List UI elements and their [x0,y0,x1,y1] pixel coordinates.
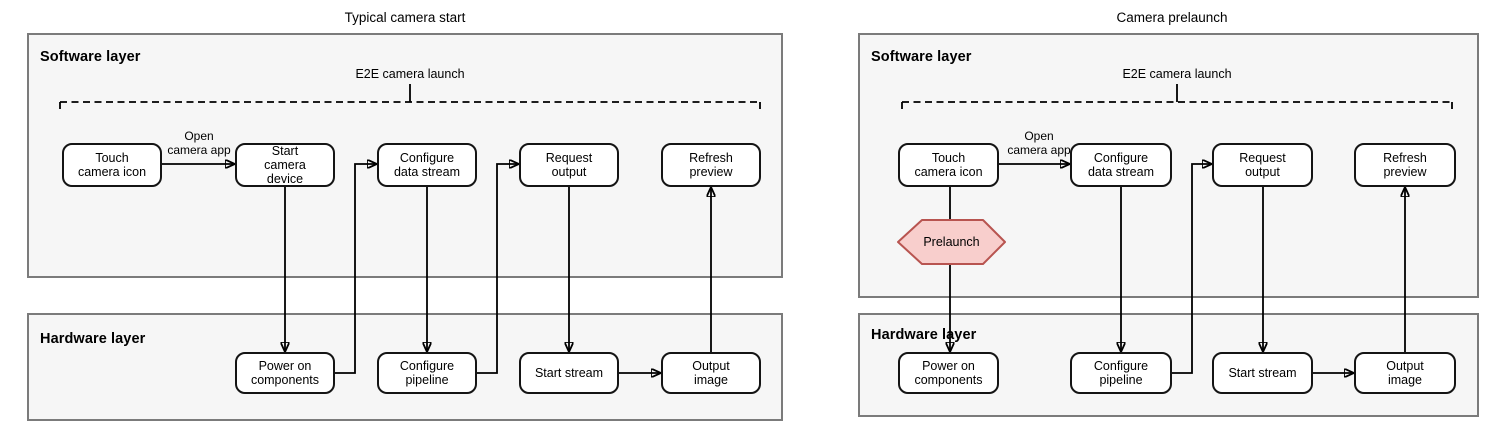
e2e-bracket-label-left: E2E camera launch [355,67,465,81]
node-refresh-preview-left: Refresh preview [661,143,761,187]
edge-label-open-camera-app-right: Open camera app [1007,129,1071,157]
diagram-title-camera-prelaunch: Camera prelaunch [1116,10,1228,25]
node-power-on-components-right: Power on components [898,352,999,394]
edge-power-on-to-configure-data-stream [335,164,377,374]
prelaunch-hexagon-label: Prelaunch [923,235,980,249]
diagram-title-typical-camera-start: Typical camera start [344,10,466,25]
node-configure-pipeline-right: Configure pipeline [1070,352,1172,394]
node-refresh-preview-right: Refresh preview [1354,143,1456,187]
node-start-stream-right: Start stream [1212,352,1313,394]
edge-label-open-camera-app-left: Open camera app [167,129,231,157]
software-layer-label-right: Software layer [871,49,972,65]
node-output-image-left: Output image [661,352,761,394]
hardware-layer-panel-left [27,313,783,421]
node-configure-data-stream-left: Configure data stream [377,143,477,187]
edge-configure-pipeline-to-request-output-left [477,164,519,374]
node-output-image-right: Output image [1354,352,1456,394]
node-start-camera-device: Start camera device [235,143,335,187]
node-configure-data-stream-right: Configure data stream [1070,143,1172,187]
software-layer-label-left: Software layer [40,49,141,65]
hardware-layer-label-left: Hardware layer [40,331,146,347]
node-start-stream-left: Start stream [519,352,619,394]
node-configure-pipeline-left: Configure pipeline [377,352,477,394]
prelaunch-hexagon [897,219,1006,265]
node-request-output-left: Request output [519,143,619,187]
e2e-bracket-label-right: E2E camera launch [1122,67,1232,81]
edge-configure-pipeline-to-request-output-right [1172,164,1212,374]
node-power-on-components-left: Power on components [235,352,335,394]
node-touch-camera-icon-left: Touch camera icon [62,143,162,187]
node-request-output-right: Request output [1212,143,1313,187]
node-touch-camera-icon-right: Touch camera icon [898,143,999,187]
